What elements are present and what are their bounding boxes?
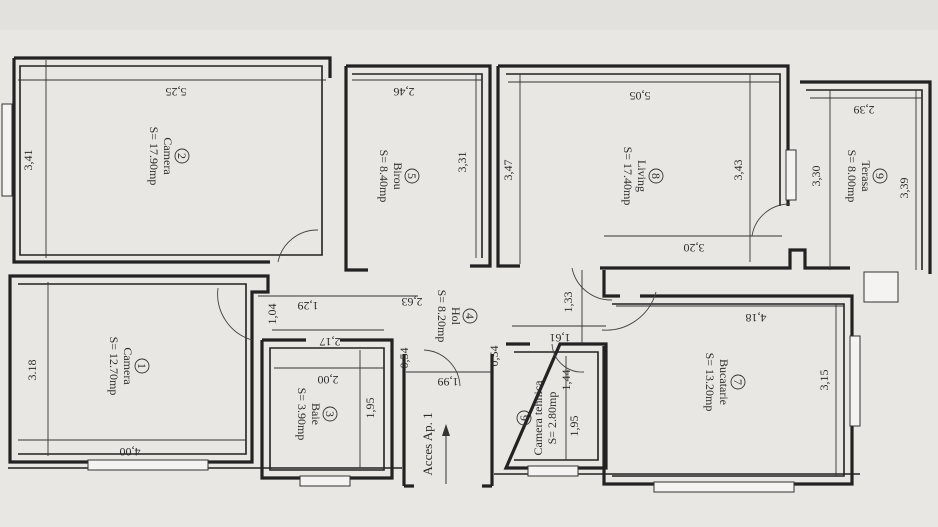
room-number: 3 xyxy=(323,411,337,417)
room-number-circle xyxy=(730,374,746,390)
room-label-5: 5 Birou S= 8.40mp xyxy=(377,150,420,203)
room-number-circle xyxy=(174,148,190,164)
room-label-7: 7 Bucatarie S= 13.20mp xyxy=(703,353,746,412)
room-number-circle xyxy=(322,406,338,422)
dim-label: 1,95 xyxy=(567,416,581,437)
dim-label: 3,30 xyxy=(809,166,823,187)
room-label-1: 1 Camera S= 12.70mp xyxy=(107,337,150,396)
room-label-6: 6 Camera tehnica S= 2.80mp xyxy=(516,380,559,456)
room-name: Camera xyxy=(121,347,135,385)
room-name: Camera tehnica xyxy=(531,380,545,456)
dim-label: 2,46 xyxy=(394,85,415,99)
room-number: 1 xyxy=(135,363,149,369)
dim-label: 1,99 xyxy=(438,375,459,389)
dim-label: 4,18 xyxy=(746,311,767,325)
dim-label: 2,63 xyxy=(402,295,423,309)
dim-label: 5,05 xyxy=(630,89,651,103)
room-number: 2 xyxy=(175,153,189,159)
dim-label: 0,54 xyxy=(487,346,501,367)
room-label-3: 3 Baie S= 3.90mp xyxy=(295,388,338,441)
room-area: S= 17.40mp xyxy=(621,147,635,206)
room-label-8: 8 Living S= 17.40mp xyxy=(621,147,664,206)
room-number: 9 xyxy=(873,173,887,179)
room-name: Terasa xyxy=(859,160,873,192)
dim-label: 2,00 xyxy=(318,373,339,387)
dim-label: 3.18 xyxy=(25,360,39,381)
room-label-4: 4 Hol S= 8.20mp xyxy=(435,290,478,343)
dim-label: 0,54 xyxy=(397,348,411,369)
room-area: S= 8.40mp xyxy=(377,150,391,203)
dim-label: 3,47 xyxy=(501,160,515,181)
dim-label: 1,29 xyxy=(298,299,319,313)
room-label-9: 9 Terasa S= 8.00mp xyxy=(845,150,888,203)
dim-label: 1,33 xyxy=(561,292,575,313)
windows xyxy=(1,103,899,493)
window-tehnica xyxy=(527,465,579,477)
dim-label: 4,00 xyxy=(120,445,141,459)
room-area: S= 3.90mp xyxy=(295,388,309,441)
room-number: 7 xyxy=(731,379,745,385)
room-area: S= 2.80mp xyxy=(545,392,559,445)
dim-label: 3,43 xyxy=(731,160,745,181)
window-bucatarie xyxy=(653,481,795,493)
window-baie xyxy=(299,475,351,487)
window-living-right xyxy=(785,149,797,201)
dimension-lines xyxy=(18,60,922,484)
dim-label: 3,39 xyxy=(897,178,911,199)
dim-label: 3,15 xyxy=(817,370,831,391)
dim-label: 1,44 xyxy=(559,370,573,391)
room-name: Birou xyxy=(391,162,405,189)
dim-label: 2,17 xyxy=(320,335,341,349)
paper-sheet xyxy=(0,30,938,527)
dim-label: 1,95 xyxy=(363,398,377,419)
room-name: Living xyxy=(635,160,649,192)
window-left-top xyxy=(1,103,13,197)
room-name: Hol xyxy=(449,307,463,326)
dim-label: 3,41 xyxy=(21,150,35,171)
room-number-circle xyxy=(648,168,664,184)
room-number: 8 xyxy=(649,173,663,179)
dim-label: 3,31 xyxy=(455,152,469,173)
room-number-circle xyxy=(134,358,150,374)
room-name: Bucatarie xyxy=(717,359,731,405)
dim-label: 5,25 xyxy=(166,85,187,99)
terrace-steps xyxy=(863,271,899,303)
room-area: S= 17.90mp xyxy=(147,127,161,186)
dim-label: 2,39 xyxy=(854,103,875,117)
dim-label: 3,20 xyxy=(684,241,705,255)
room-number-circle xyxy=(462,308,478,324)
dim-label: 1,04 xyxy=(265,304,279,325)
entrance-label: Acces Ap. 1 xyxy=(420,412,435,475)
dim-label: 1,61 xyxy=(550,331,571,345)
room-number: 6 xyxy=(517,415,531,421)
room-number-circle xyxy=(872,168,888,184)
window-bottom-left xyxy=(87,459,209,471)
room-number: 4 xyxy=(463,313,477,319)
room-name: Camera xyxy=(161,137,175,175)
room-area: S= 8.00mp xyxy=(845,150,859,203)
doors xyxy=(217,203,791,387)
window-bucatarie-right xyxy=(849,335,861,427)
room-label-2: 2 Camera S= 17.90mp xyxy=(147,127,190,186)
room-number-circle xyxy=(516,410,532,426)
room-name: Baie xyxy=(309,403,323,425)
room-number: 5 xyxy=(405,173,419,179)
room-area: S= 8.20mp xyxy=(435,290,449,343)
room-number-circle xyxy=(404,168,420,184)
room-area: S= 12.70mp xyxy=(107,337,121,396)
dimension-labels: 3,41 5,25 3.18 4,00 2,46 3,31 3,47 5,05 … xyxy=(21,85,911,459)
room-area: S= 13.20mp xyxy=(703,353,717,412)
